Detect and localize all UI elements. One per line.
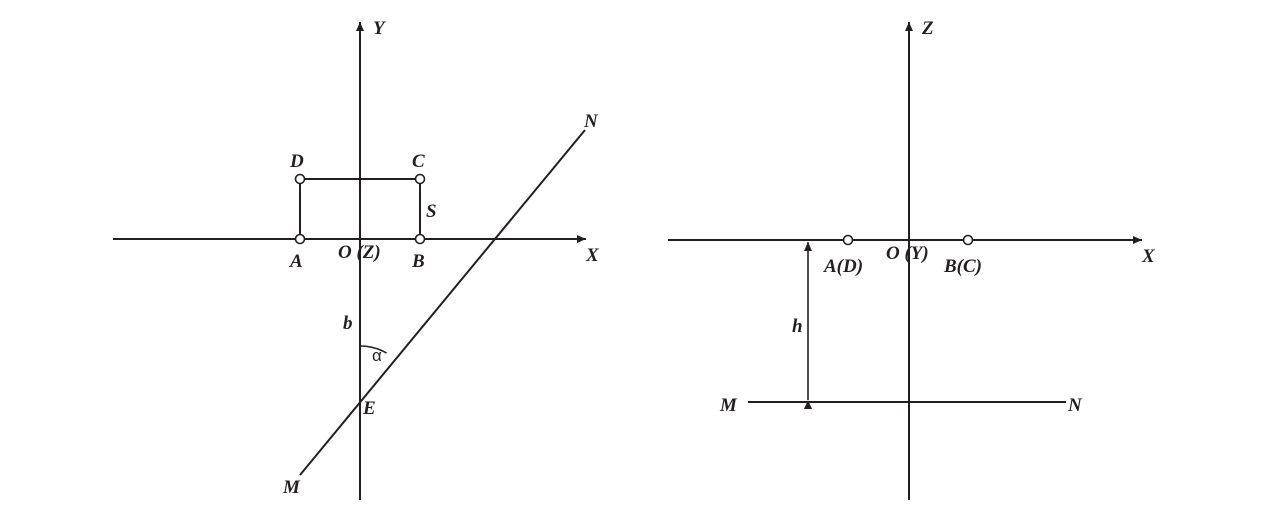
point-d bbox=[294, 173, 306, 185]
side-line-end-m-label: M bbox=[719, 395, 738, 416]
point-a bbox=[294, 233, 306, 245]
point-e-label: E bbox=[362, 398, 376, 419]
left-x-axis-label: X bbox=[585, 245, 600, 266]
point-a-d-label: A(D) bbox=[823, 256, 863, 277]
point-c bbox=[414, 173, 426, 185]
point-a-label: A bbox=[289, 251, 303, 272]
right-z-axis-label: Z bbox=[921, 18, 934, 39]
right-x-axis-label: X bbox=[1141, 246, 1156, 267]
side-s-label: S bbox=[426, 201, 437, 222]
left-y-axis-label: Y bbox=[373, 18, 387, 39]
point-b-label: B bbox=[411, 251, 425, 272]
point-c-label: C bbox=[412, 151, 425, 172]
distance-b-label: b bbox=[343, 313, 353, 334]
point-b bbox=[414, 233, 426, 245]
line-mn bbox=[299, 129, 586, 476]
point-b-c bbox=[962, 234, 974, 246]
height-h-label: h bbox=[792, 316, 803, 337]
line-end-n-label: N bbox=[583, 111, 599, 132]
left-origin-label: O (Z) bbox=[338, 242, 381, 263]
right-view: Z X O (Y) A(D) B(C) h M N bbox=[668, 18, 1156, 500]
right-origin-label: O (Y) bbox=[886, 243, 929, 264]
left-view: Y X O (Z) D C A B S b α E M N bbox=[113, 18, 600, 500]
line-end-m-label: M bbox=[282, 477, 301, 498]
point-d-label: D bbox=[289, 151, 304, 172]
point-a-d bbox=[842, 234, 854, 246]
point-b-c-label: B(C) bbox=[943, 256, 982, 277]
angle-alpha-label: α bbox=[372, 346, 382, 365]
side-line-end-n-label: N bbox=[1067, 395, 1083, 416]
angle-arc bbox=[359, 345, 387, 354]
